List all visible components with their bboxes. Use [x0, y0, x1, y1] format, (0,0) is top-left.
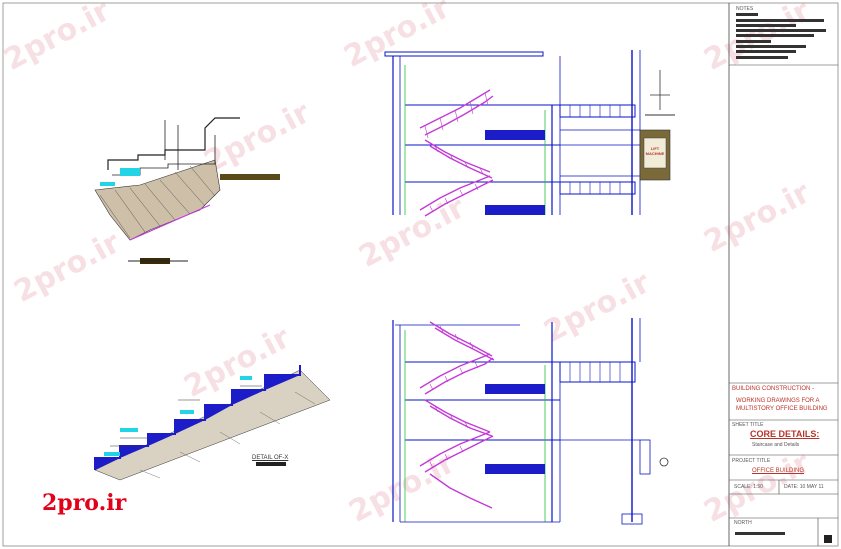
lift-label-line2: MACHINE	[645, 151, 665, 156]
landing-slab	[485, 130, 545, 140]
working-drawings-line1: WORKING DRAWINGS FOR A	[736, 398, 820, 404]
sheet-subtitle: Staircase and Details	[752, 442, 800, 448]
sheet-title-label: SHEET TITLE	[732, 422, 764, 428]
project-title-label: PROJECT TITLE	[732, 458, 771, 464]
sheet-title: CORE DETAILS:	[750, 429, 820, 439]
landing-slab	[485, 384, 545, 394]
title-block-grid	[729, 64, 838, 546]
building-construction: BUILDING CONSTRUCTION -	[732, 386, 815, 392]
scale-text: SCALE: 1:50	[734, 484, 763, 490]
lift-machine-label: LIFT MACHINE	[640, 146, 670, 156]
landing-slab	[485, 205, 545, 215]
stair-steps-detail	[94, 365, 331, 481]
brand-logo[interactable]: 2pro.ir	[42, 490, 127, 516]
project-title: OFFICE BUILDING	[752, 468, 805, 474]
date-text: DATE: 10 MAY 11	[784, 484, 824, 490]
notes-label: NOTES	[736, 6, 754, 12]
step-section-detail	[94, 117, 280, 264]
stair-section-top	[384, 50, 675, 217]
notes-block	[736, 13, 826, 59]
landing-slab	[485, 464, 545, 474]
lift-label-line1: LIFT	[650, 146, 660, 151]
north-label: NORTH	[734, 520, 752, 526]
working-drawings-line2: MULTISTORY OFFICE BUILDING	[736, 406, 828, 412]
detail-x-label: DETAIL OF-X	[252, 455, 289, 461]
stair-section-bottom	[392, 318, 669, 525]
